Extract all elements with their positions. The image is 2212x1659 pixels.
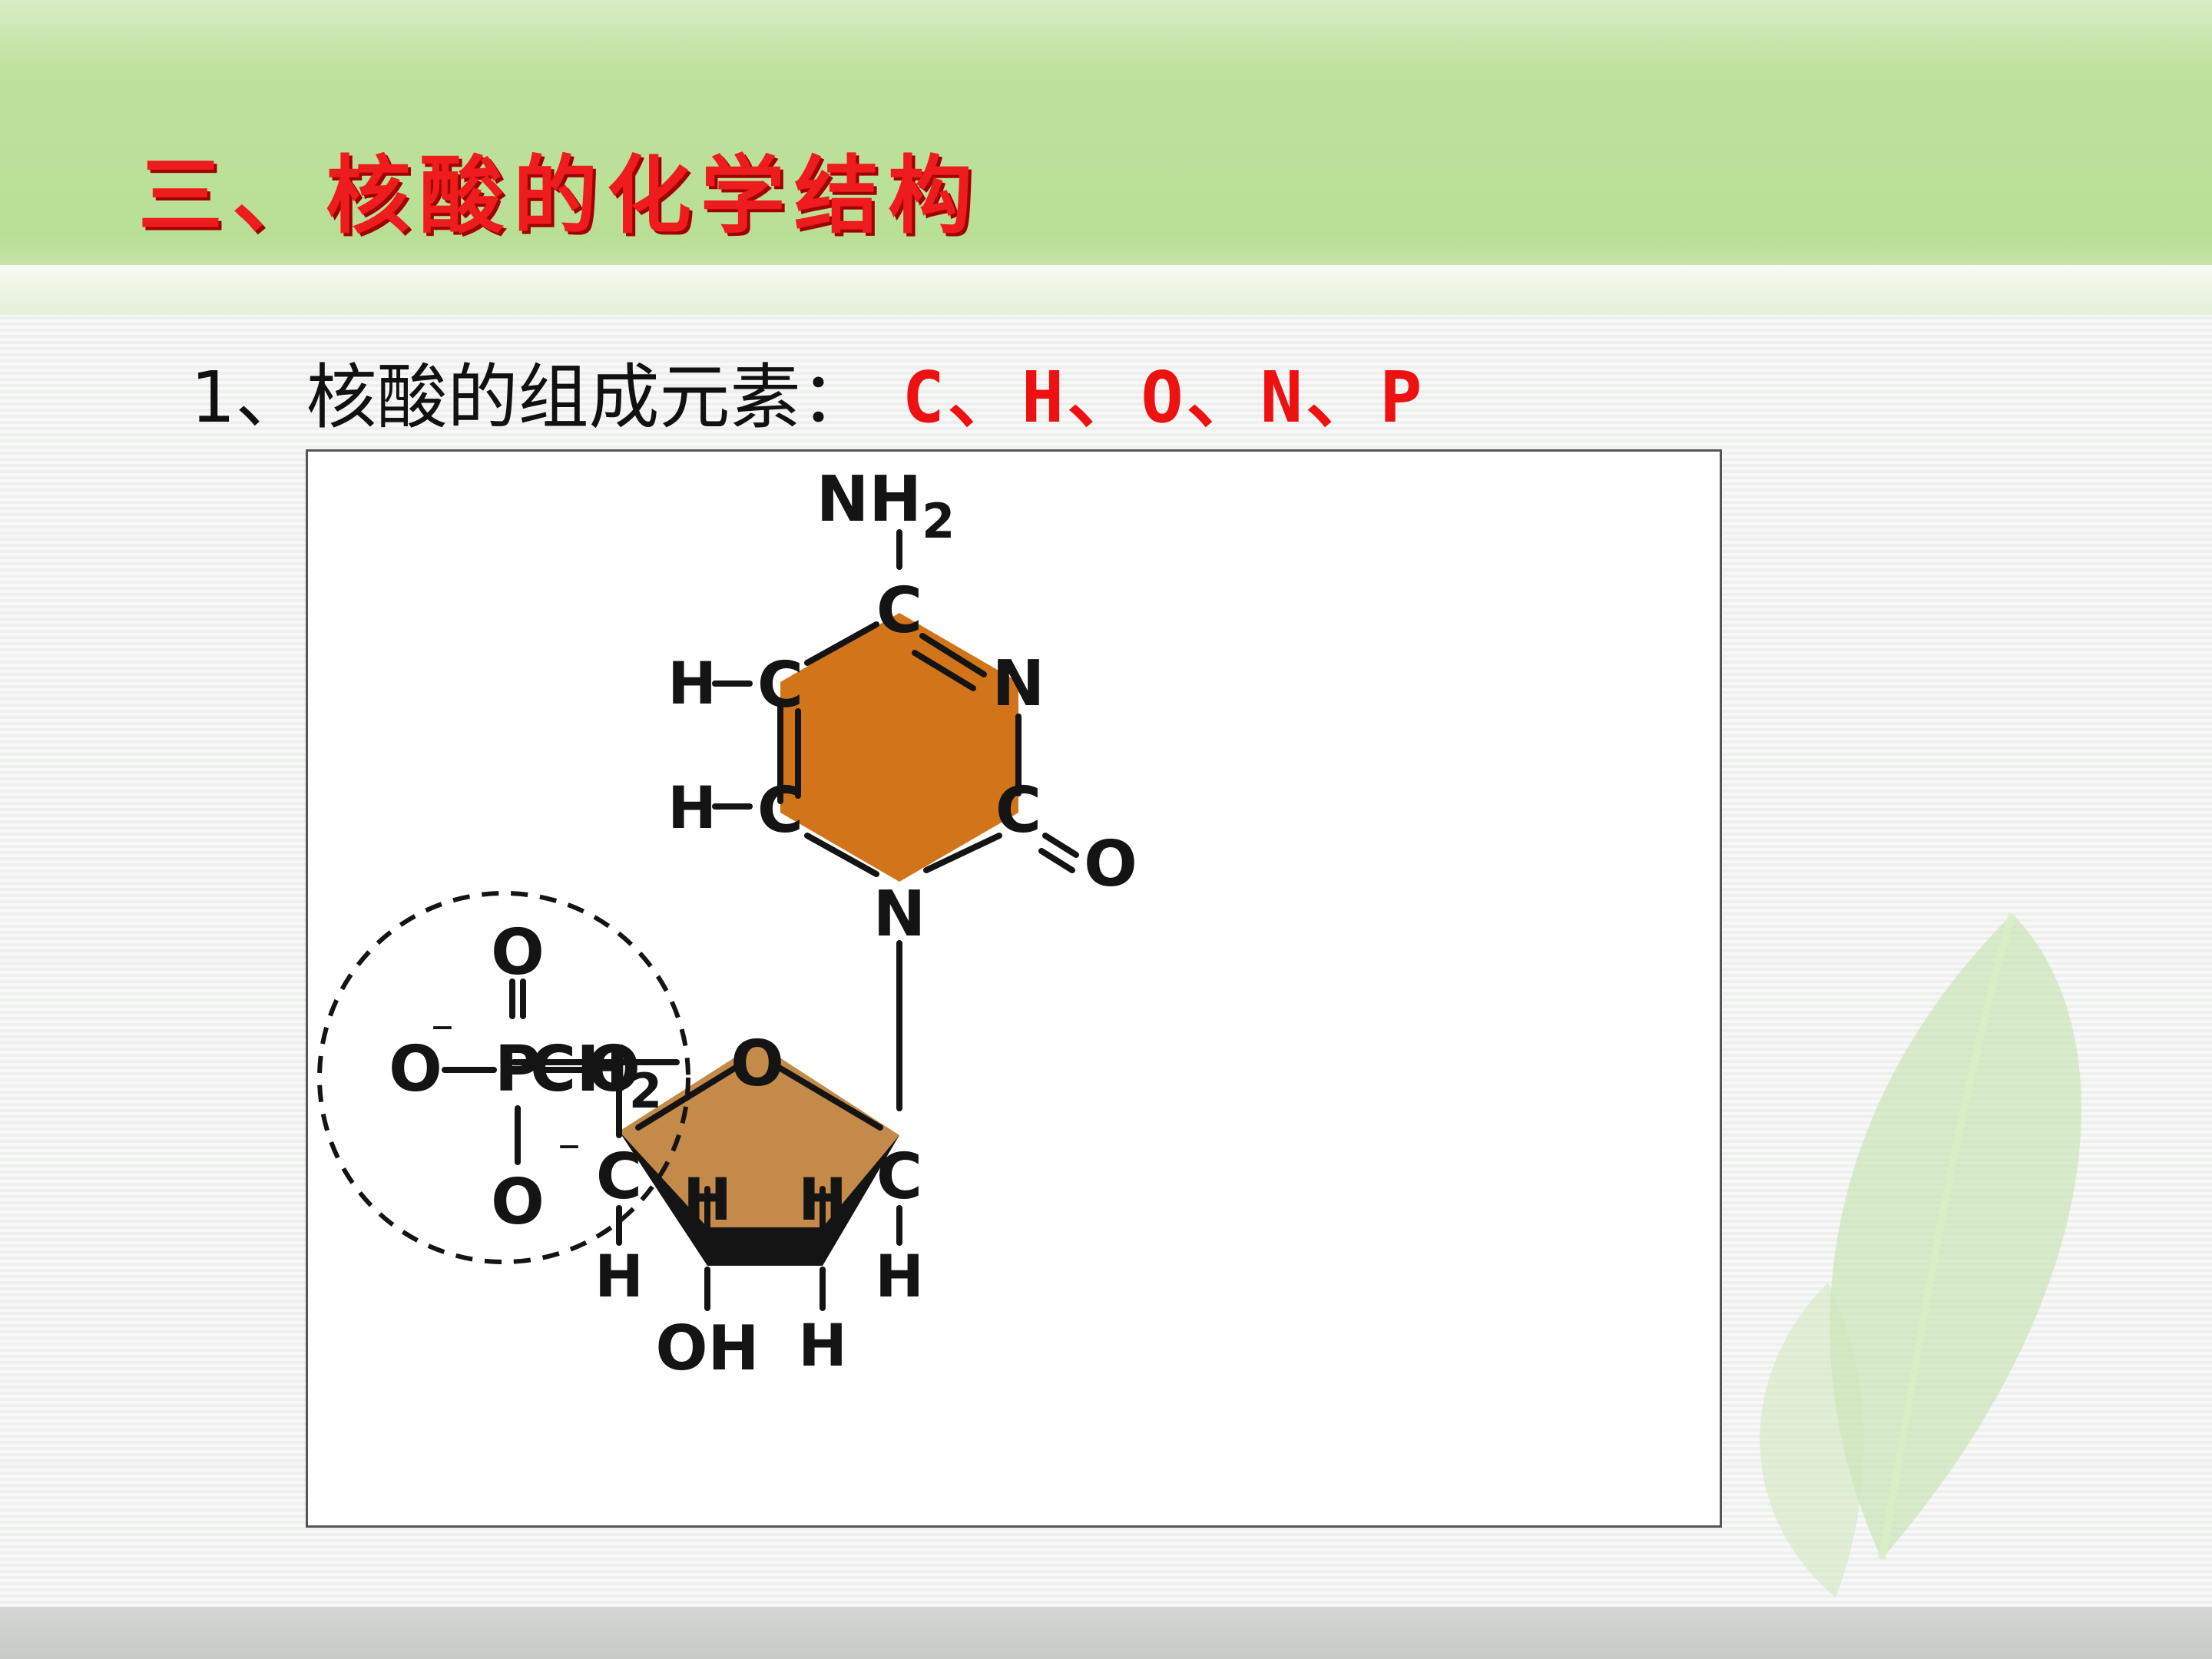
phosphate-p: P [495, 1033, 541, 1106]
title-band [0, 0, 2212, 315]
leaf-vein [1878, 912, 2016, 1560]
subtitle-label: 1、核酸的组成元素： [190, 356, 872, 439]
base-nh2-text: NH [816, 463, 922, 536]
sugar-ch2: CH2 [530, 1033, 662, 1119]
subtitle: 1、核酸的组成元素： C、H、O、N、P [190, 352, 1426, 444]
bond-c-c-top [804, 621, 879, 666]
phosphate-charge-left: ⁻ [430, 1008, 455, 1062]
sugar-ch2-subscript: 2 [629, 1063, 662, 1119]
bond-c4-o-ring [635, 1063, 741, 1131]
bond-o-ring-c1 [773, 1063, 883, 1131]
phosphate-o-right: O [587, 1033, 641, 1106]
bond-c-n-right-2 [912, 650, 976, 691]
footer-band [0, 1607, 2212, 1659]
base-c-left-top: C [757, 649, 803, 722]
sugar-ch2-text: CH [530, 1033, 629, 1106]
bond-n-c-left-bottom [804, 833, 879, 877]
phosphate-charge-bottom: ⁻ [557, 1128, 581, 1181]
base-nh2: NH2 [816, 463, 955, 549]
base-c-left-bottom: C [757, 774, 803, 847]
phosphate-group-outline [317, 891, 690, 1264]
base-h-left-bottom: H [667, 773, 717, 842]
sugar-c4: C [596, 1141, 642, 1214]
bond-c-o-carbonyl-1 [1042, 833, 1079, 858]
phosphate-o-bottom: O [491, 1166, 545, 1239]
base-nh2-subscript: 2 [922, 493, 955, 549]
bonds [442, 529, 1079, 1311]
sugar-oh: OH [656, 1313, 760, 1384]
bond-c-n-bottom [923, 833, 1002, 873]
phosphate-o-top: O [491, 916, 545, 989]
sugar-c4-h: H [594, 1242, 644, 1310]
sugar-c3-h-up: H [683, 1165, 732, 1233]
leaf-decoration [1760, 912, 2081, 1598]
sugar-thick-edge [619, 1131, 899, 1266]
sugar-c1-h: H [875, 1242, 924, 1310]
base-c-right: C [995, 774, 1041, 847]
sugar-c2-h-up: H [798, 1165, 847, 1233]
diagram-frame: O O ⁻ P O O ⁻ CH2 O C H C H H H OH H NH2… [306, 449, 1722, 1528]
title-band-bottom [0, 265, 2212, 315]
nucleotide-diagram: O O ⁻ P O O ⁻ CH2 O C H C H H H OH H NH2… [317, 463, 1137, 1384]
leaf-shape [1830, 914, 2081, 1559]
slide-title: 三、核酸的化学结构 [138, 147, 982, 245]
element-list: C、H、O、N、P [902, 356, 1426, 439]
base-c-top: C [876, 575, 922, 647]
bond-c-n-right-1 [919, 633, 987, 677]
base-n-right: N [992, 647, 1045, 720]
sugar-c2-h-down: H [798, 1311, 847, 1379]
base-n-bottom: N [873, 878, 926, 951]
base-h-left-top: H [667, 649, 717, 717]
base-o-carbonyl: O [1084, 828, 1137, 901]
sugar-ring-o: O [730, 1028, 784, 1101]
bond-c-o-carbonyl-2 [1038, 848, 1075, 873]
leaf-shape-small [1760, 1283, 1864, 1598]
phosphate-o-left: O [389, 1033, 442, 1106]
sugar-c1: C [876, 1141, 922, 1214]
